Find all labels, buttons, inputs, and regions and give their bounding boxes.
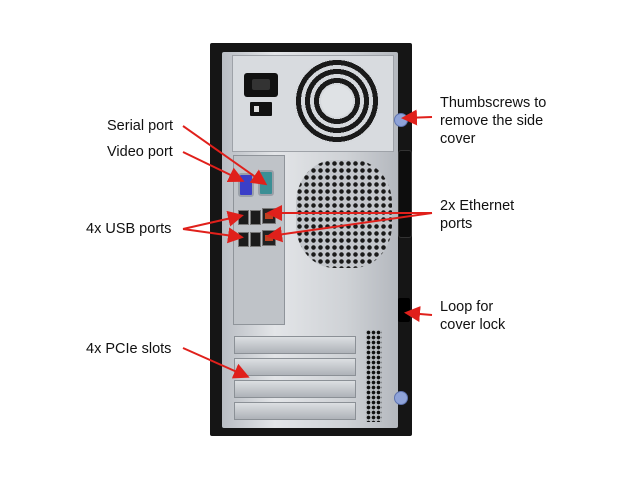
label-usb-ports: 4x USB ports: [86, 221, 172, 237]
power-switch-icon: [250, 102, 272, 116]
label-thumbscrews: Thumbscrews to remove the side cover: [440, 95, 547, 147]
ventilation-grille: [366, 330, 382, 422]
label-ethernet-ports: 2x Ethernet ports: [440, 198, 515, 232]
power-socket-icon: [244, 73, 278, 97]
label-cover-lock-loop: Loop for cover lock: [440, 299, 506, 333]
label-serial-port: Serial port: [107, 118, 174, 134]
label-video-port: Video port: [107, 144, 173, 160]
label-pcie-slots: 4x PCIe slots: [86, 341, 172, 357]
pcie-slot-cover: [234, 380, 356, 398]
thumbscrew-icon: [394, 391, 408, 405]
pcie-slot-cover: [234, 336, 356, 354]
pcie-slot-cover: [234, 402, 356, 420]
usb-port-icon: [250, 232, 261, 247]
psu-fan-icon: [294, 58, 380, 144]
usb-port-icon: [250, 210, 261, 225]
